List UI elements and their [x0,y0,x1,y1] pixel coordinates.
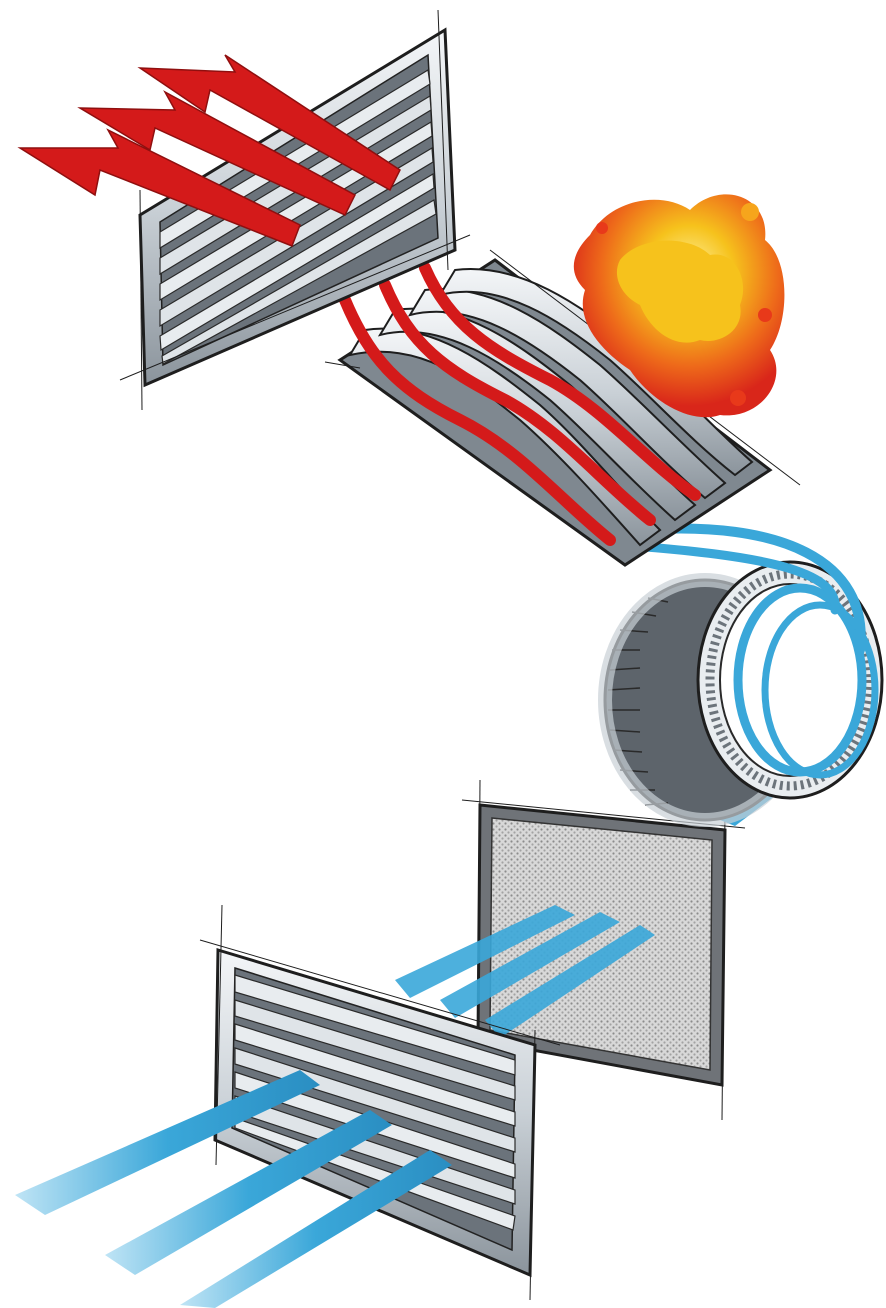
cool-air-to-exchanger [615,523,866,655]
flame-icon [573,194,785,418]
blower-fan [598,560,884,827]
hot-air-arrow-icon [17,54,401,247]
cool-air-intake-streams [15,1070,452,1308]
cool-air-stream-icon [395,905,655,1038]
hot-air-streams [339,262,701,546]
intake-louvers [234,974,516,1231]
intake-grille [199,904,561,1301]
